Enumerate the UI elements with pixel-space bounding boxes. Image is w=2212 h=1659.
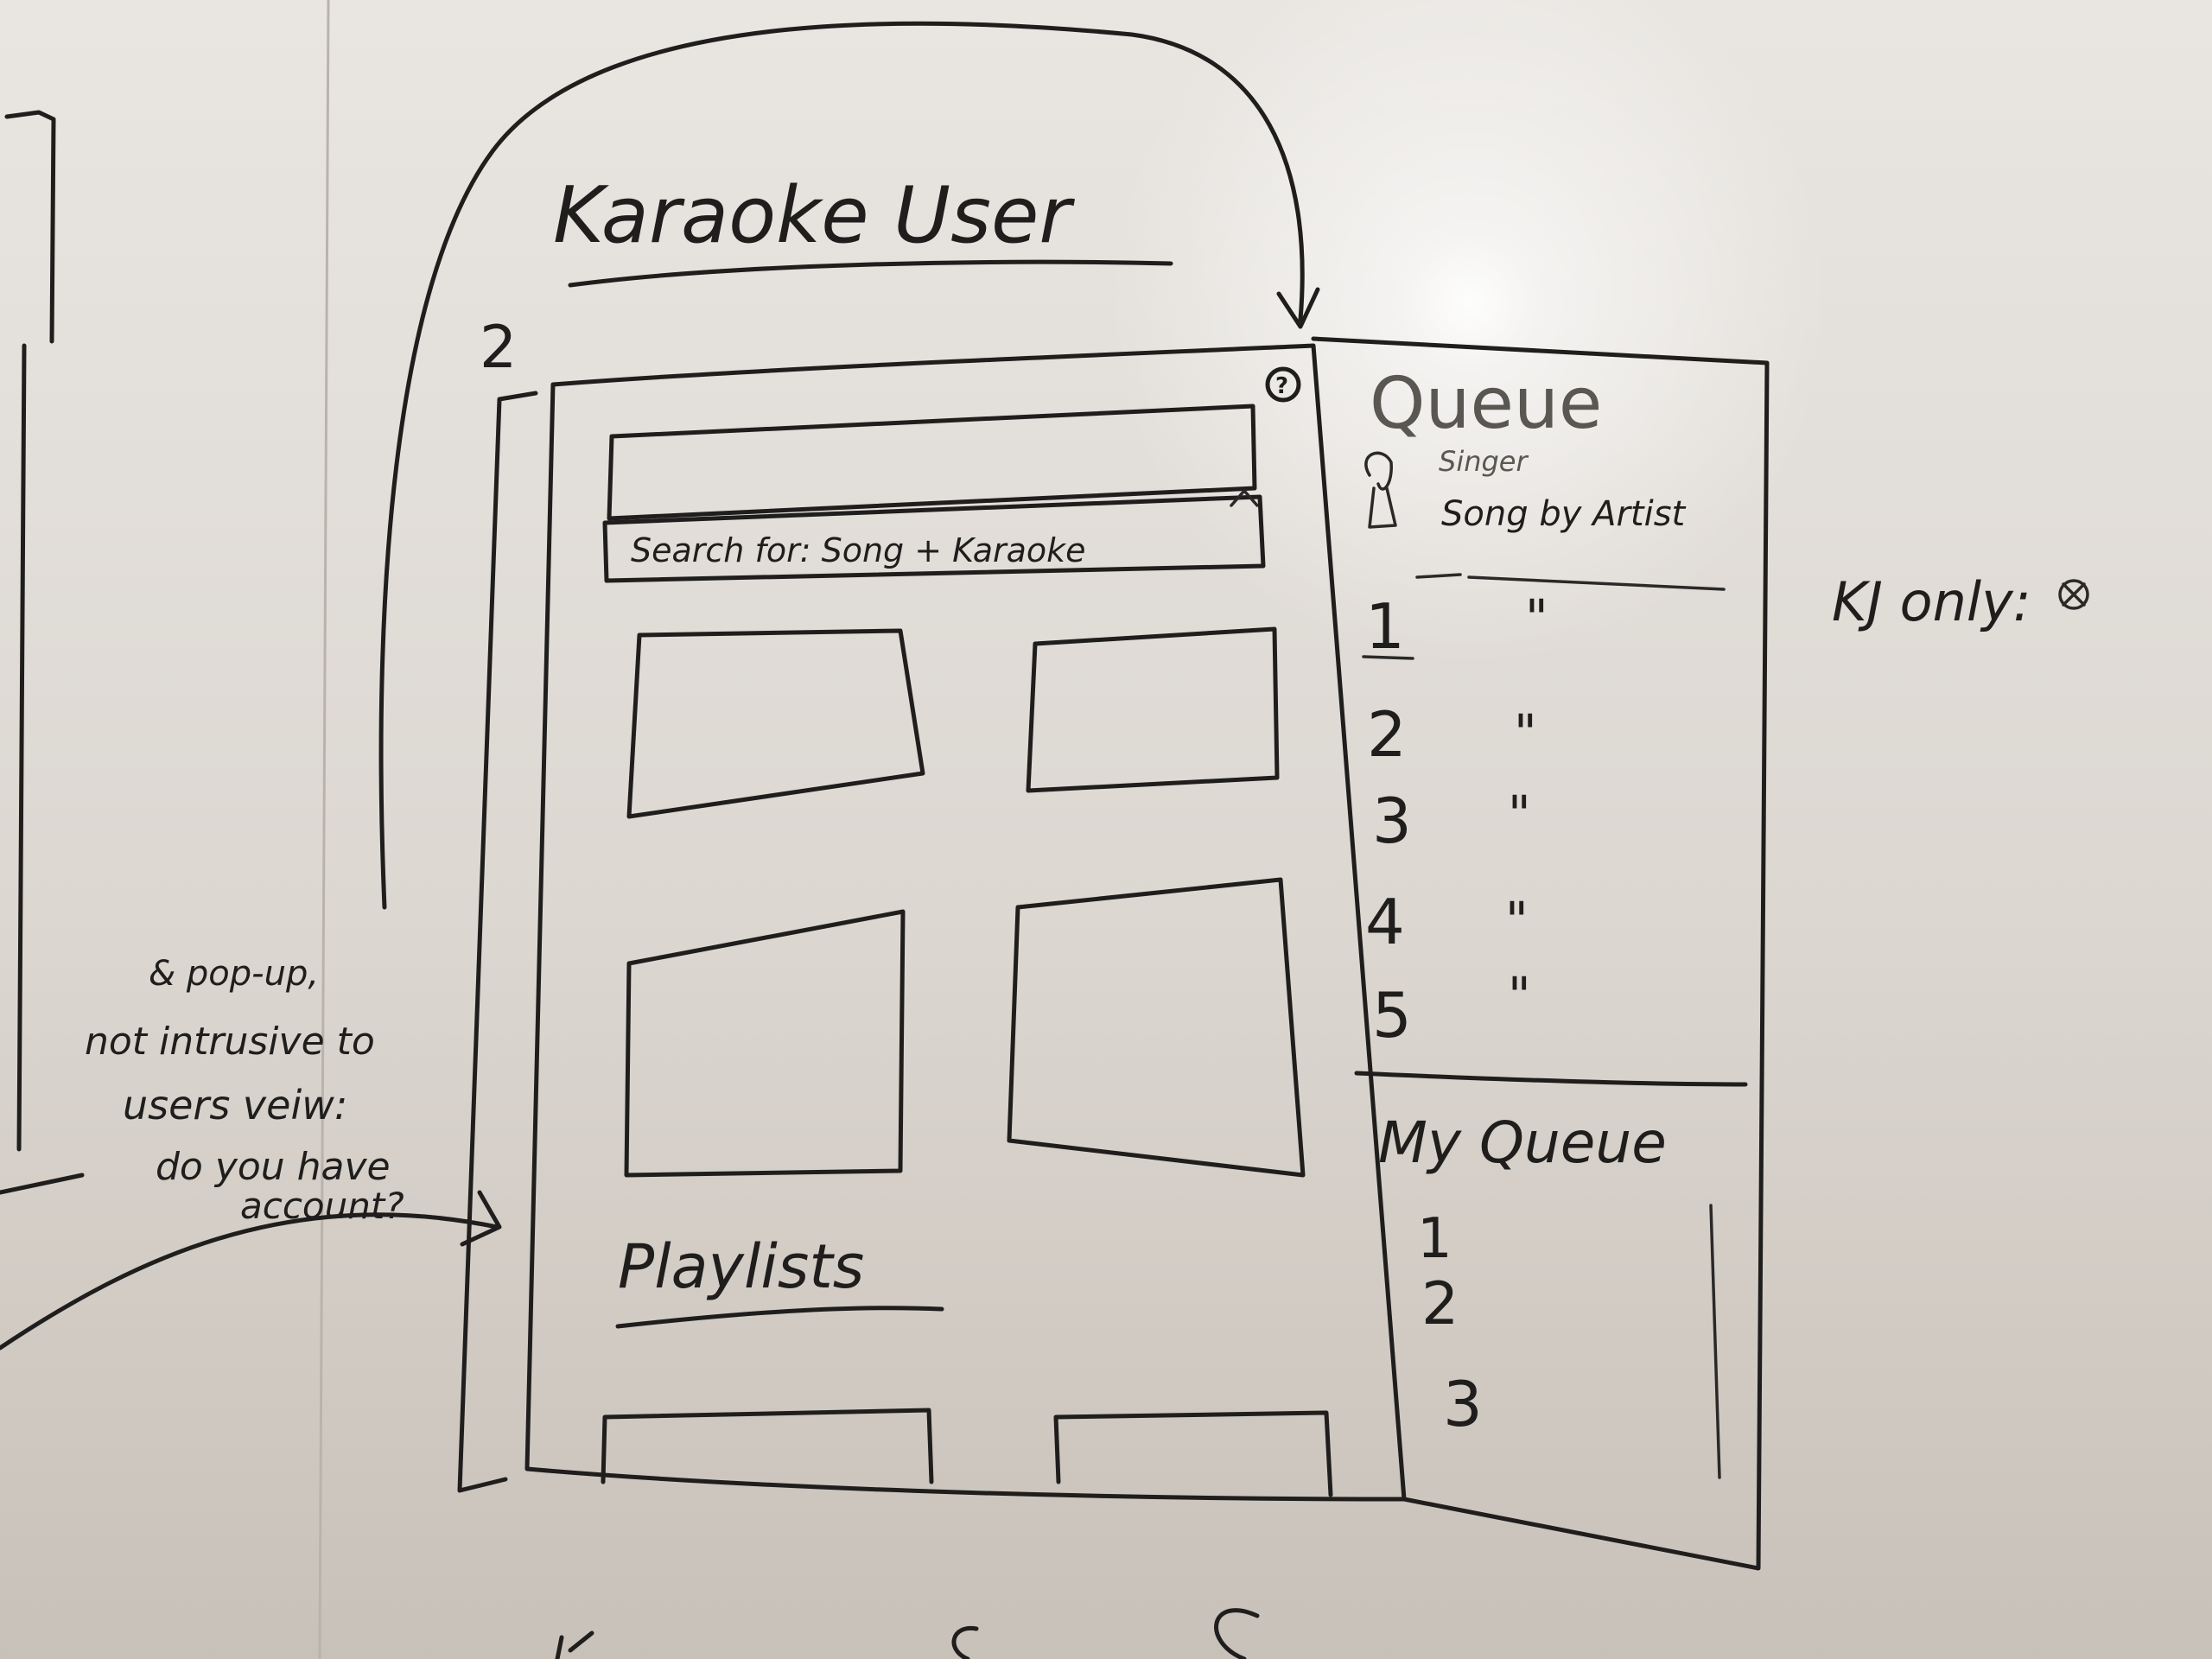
bottom-scribble-1 — [555, 1630, 594, 1659]
kj-icon-circle — [2058, 579, 2089, 610]
kj-icon-cross — [2062, 582, 2086, 607]
content-card-1[interactable] — [626, 628, 925, 819]
my-queue-divider — [1354, 1071, 1748, 1087]
side-note-line-4: do you have — [156, 1145, 391, 1189]
title-underline — [568, 259, 1173, 288]
my-queue-item-2: 2 — [1421, 1270, 1459, 1338]
search-bar-field[interactable] — [602, 494, 1266, 583]
queue-item-4-number: 4 — [1365, 886, 1405, 958]
my-queue-item-1: 1 — [1417, 1207, 1452, 1271]
queue-item-4-ditto: " — [1505, 891, 1529, 950]
content-card-3[interactable] — [624, 909, 906, 1178]
prev-sketch-bracket — [4, 110, 56, 344]
queue-item-3-number: 3 — [1372, 785, 1412, 857]
prev-sketch-edge — [16, 343, 27, 1152]
queue-current-singer: Singer — [1439, 445, 1529, 478]
bottom-scribble-2 — [1214, 1608, 1260, 1659]
microphone-icon-handle — [1368, 486, 1397, 529]
queue-current-song: Song by Artist — [1441, 494, 1687, 534]
playlist-card-1[interactable] — [601, 1408, 934, 1484]
search-cursor-mark — [1230, 489, 1259, 507]
bottom-scribble-3 — [951, 1625, 979, 1659]
queue-separator-dash — [1415, 573, 1462, 579]
help-icon[interactable]: ? — [1275, 373, 1288, 399]
queue-item-3-ditto: " — [1508, 785, 1531, 843]
search-box[interactable] — [607, 404, 1257, 521]
content-card-4[interactable] — [1007, 877, 1306, 1178]
my-queue-item-3: 3 — [1443, 1368, 1483, 1440]
page-title: Karaoke User — [553, 170, 1075, 261]
queue-separator — [1467, 575, 1726, 591]
board-panel-seam — [318, 0, 330, 1659]
search-label: Search for: Song + Karaoke — [631, 531, 1086, 569]
queue-item-5-number: 5 — [1372, 979, 1412, 1052]
help-icon-circle — [1265, 366, 1301, 403]
flow-arrow-head-top — [1276, 287, 1320, 329]
playlists-underline — [615, 1306, 944, 1329]
playlists-heading: Playlists — [618, 1231, 864, 1302]
my-queue-inner-edge — [1709, 1204, 1721, 1479]
queue-item-1-number: 1 — [1365, 590, 1405, 663]
queue-item-2-number: 2 — [1367, 698, 1407, 771]
side-note-line-1: & pop-up, — [149, 954, 319, 994]
queue-item-2-ditto: " — [1514, 703, 1537, 762]
queue-item-1-ditto: " — [1525, 588, 1548, 647]
content-card-2[interactable] — [1026, 626, 1280, 793]
kj-only-note: KJ only: — [1832, 570, 2031, 633]
flow-arrow-top — [378, 21, 1305, 910]
side-note-line-2: not intrusive to — [85, 1020, 375, 1064]
page-number: 2 — [480, 314, 517, 382]
queue-item-5-ditto: " — [1508, 966, 1531, 1025]
queue-panel — [1311, 336, 1770, 1571]
microphone-icon-head — [1364, 451, 1393, 491]
side-note-line-3: users veiw: — [123, 1082, 347, 1128]
flow-arrow-note — [0, 1212, 499, 1351]
flow-arrow-head-note — [460, 1190, 502, 1247]
queue-heading: Queue — [1370, 363, 1602, 445]
prev-sketch-stub — [0, 1173, 85, 1195]
playlist-card-2[interactable] — [1053, 1410, 1333, 1497]
frame-bracket — [457, 391, 538, 1493]
my-queue-heading: My Queue — [1378, 1109, 1667, 1176]
queue-item-1-underline — [1362, 655, 1414, 660]
side-note-line-5: account? — [240, 1185, 404, 1227]
